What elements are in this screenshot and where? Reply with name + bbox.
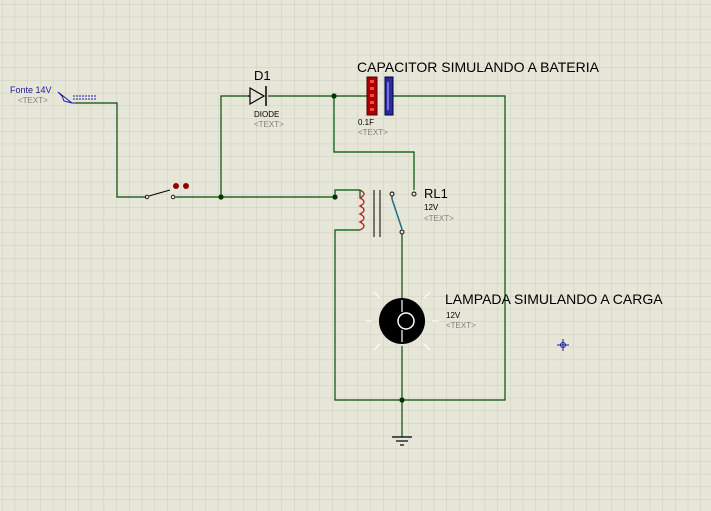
lamp-title: LAMPADA SIMULANDO A CARGA [445, 291, 663, 307]
lamp-bulb-icon [379, 298, 425, 344]
relay-blade [391, 198, 403, 230]
junction-dot [399, 397, 405, 403]
source-label: Fonte 14V [10, 85, 52, 95]
relay-text-placeholder: <TEXT> [424, 214, 454, 223]
junction-dot [218, 194, 224, 200]
switch-contact-icon [173, 183, 179, 189]
capacitor-title: CAPACITOR SIMULANDO A BATERIA [357, 59, 600, 75]
wire-source-to-switch [75, 102, 140, 198]
relay-value: 12V [424, 203, 439, 212]
lamp[interactable]: LAMPADA SIMULANDO A CARGA 12V <TEXT> [365, 291, 663, 351]
junction-dot [331, 93, 337, 99]
source-text-placeholder: <TEXT> [18, 96, 48, 105]
capacitor[interactable]: CAPACITOR SIMULANDO A BATERIA 0.1F <TEXT… [357, 59, 600, 137]
capacitor-value: 0.1F [358, 118, 374, 127]
diode-text-placeholder: <TEXT> [254, 120, 284, 129]
wire-coil-bottom [334, 229, 402, 401]
capacitor-negative-plate [384, 76, 394, 116]
diode-ref: D1 [254, 68, 271, 83]
ground-icon[interactable] [392, 436, 412, 446]
push-switch[interactable] [140, 183, 189, 200]
diode-d1[interactable]: D1 DIODE <TEXT> [248, 68, 284, 129]
relay-rl1[interactable]: RL1 12V <TEXT> [358, 186, 454, 237]
lamp-text-placeholder: <TEXT> [446, 321, 476, 330]
switch-contact-icon [183, 183, 189, 189]
relay-coil-icon [358, 189, 365, 231]
diode-type: DIODE [254, 110, 279, 119]
wires [75, 95, 506, 437]
capacitor-text-placeholder: <TEXT> [358, 128, 388, 137]
junctions [218, 93, 405, 403]
source-terminal[interactable]: Fonte 14V <TEXT> [10, 85, 96, 105]
lamp-value: 12V [446, 311, 461, 320]
wire-capacitor-to-ground [393, 95, 506, 401]
wire-capacitor-to-relay-com [333, 96, 415, 190]
origin-marker-icon [557, 339, 569, 351]
lamp-glow-icon [365, 291, 439, 351]
wire-to-diode [220, 95, 250, 197]
junction-dot [332, 194, 338, 200]
relay-ref: RL1 [424, 186, 448, 201]
